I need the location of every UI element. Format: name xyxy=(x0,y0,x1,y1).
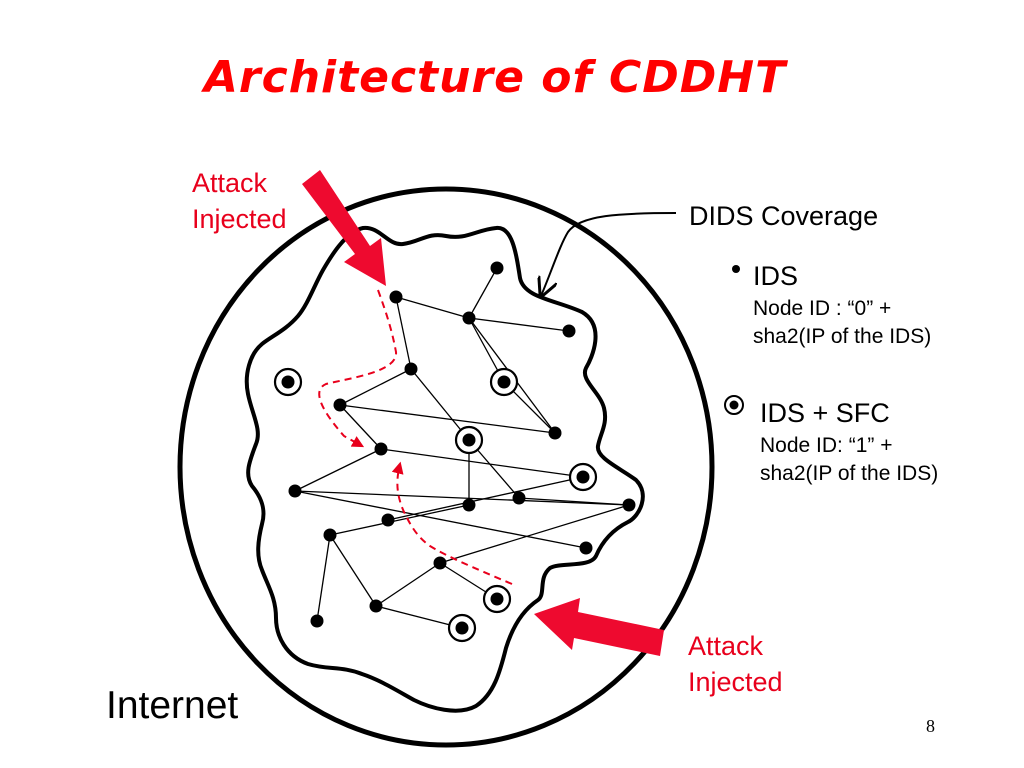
attack-label-top-line1: Attack xyxy=(192,168,268,198)
attack-path-bottom xyxy=(391,461,513,585)
node-ids xyxy=(389,290,403,304)
node-dot xyxy=(462,433,476,447)
node-dot xyxy=(281,375,295,389)
node-dot xyxy=(512,491,526,505)
node-dot xyxy=(369,599,383,613)
node-ids xyxy=(288,484,302,498)
legend-ids-desc-line1: Node ID : “0” + xyxy=(753,297,892,320)
node-ids xyxy=(374,442,388,456)
node-ids-sfc xyxy=(568,462,598,492)
node-dot xyxy=(548,426,562,440)
attack-label-bottom-line2: Injected xyxy=(688,667,783,697)
node-dot xyxy=(462,498,476,512)
edge-n7-n8 xyxy=(339,368,412,406)
node-dot xyxy=(490,592,504,606)
node-ids xyxy=(333,398,347,412)
legend-ids-dot xyxy=(732,265,740,273)
node-ids xyxy=(562,324,576,338)
legend-sfc-desc-line2: sha2(IP of the IDS) xyxy=(760,462,939,485)
edge-n8-n11 xyxy=(339,404,382,450)
node-dot xyxy=(622,498,636,512)
edge-n18-n23 xyxy=(329,534,377,607)
edge-n18-n22 xyxy=(316,534,331,622)
node-ids-sfc xyxy=(447,613,477,643)
attack-path-top xyxy=(318,289,398,448)
internet-circle xyxy=(177,186,715,748)
node-ids xyxy=(381,513,395,527)
edge-n11-n16 xyxy=(294,448,382,492)
edge-n2-n7 xyxy=(395,296,412,370)
node-dot xyxy=(323,528,337,542)
edge-n23-n24 xyxy=(375,605,463,629)
attack-label-bottom-line1: Attack xyxy=(688,631,764,661)
node-ids-sfc xyxy=(489,367,519,397)
node-ids-sfc xyxy=(482,584,512,614)
edge-n3-n4 xyxy=(468,317,570,332)
attack-label-top-line2: Injected xyxy=(192,204,287,234)
node-ids xyxy=(462,311,476,325)
node-dot xyxy=(576,470,590,484)
attack-arrow-top xyxy=(302,170,386,286)
node-dot xyxy=(288,484,302,498)
node-ids xyxy=(462,498,476,512)
page-number: 8 xyxy=(926,716,935,736)
node-ids-sfc xyxy=(273,367,303,397)
edge-n15-n16 xyxy=(294,490,630,506)
node-ids-sfc xyxy=(454,425,484,455)
attack-label-top: Attack Injected xyxy=(192,165,287,237)
node-ids xyxy=(404,362,418,376)
internet-label: Internet xyxy=(106,684,239,727)
legend-ids-desc-line2: sha2(IP of the IDS) xyxy=(753,325,932,348)
dids-coverage-label: DIDS Coverage xyxy=(689,201,879,231)
dids-coverage-pointer xyxy=(541,212,677,296)
node-ids xyxy=(579,541,593,555)
legend-sfc-desc-line1: Node ID: “1” + xyxy=(760,434,893,457)
edge-n11-n12 xyxy=(380,448,584,478)
node-dot xyxy=(562,324,576,338)
node-dot xyxy=(579,541,593,555)
dids-coverage-region xyxy=(244,225,645,713)
node-dot xyxy=(333,398,347,412)
node-ids xyxy=(433,556,447,570)
legend-sfc-label: IDS + SFC xyxy=(760,398,890,428)
attack-label-bottom: Attack Injected xyxy=(688,628,783,700)
node-dot xyxy=(404,362,418,376)
node-ids xyxy=(323,528,337,542)
edge-n8-n10 xyxy=(339,404,556,434)
node-dot xyxy=(381,513,395,527)
edge-n20-n23 xyxy=(375,562,441,607)
node-ids xyxy=(548,426,562,440)
node-dot xyxy=(490,261,504,275)
attack-arrow-bottom xyxy=(534,598,664,656)
edge-n16-n19 xyxy=(294,490,587,549)
node-ids xyxy=(622,498,636,512)
legend-sfc-dot xyxy=(729,400,739,410)
node-dot xyxy=(497,375,511,389)
node-dot xyxy=(310,614,324,628)
legend-ids-desc: Node ID : “0” + sha2(IP of the IDS) xyxy=(753,295,931,351)
edge-n2-n3 xyxy=(395,296,470,319)
edge-n14-n18 xyxy=(329,504,470,536)
edge-n15-n20 xyxy=(439,504,630,564)
node-ids xyxy=(490,261,504,275)
legend-sfc-ring xyxy=(724,395,744,415)
node-ids xyxy=(369,599,383,613)
edge-n1-n3 xyxy=(468,267,498,319)
legend-ids-label: IDS xyxy=(753,261,799,291)
node-dot xyxy=(374,442,388,456)
legend-sfc-desc: Node ID: “1” + sha2(IP of the IDS) xyxy=(760,432,938,488)
node-dot xyxy=(462,311,476,325)
node-dot xyxy=(389,290,403,304)
node-ids xyxy=(512,491,526,505)
node-ids xyxy=(310,614,324,628)
node-dot xyxy=(433,556,447,570)
edge-n7-n9 xyxy=(410,368,470,441)
slide-title: Architecture of CDDHT xyxy=(203,52,787,103)
node-dot xyxy=(455,621,469,635)
